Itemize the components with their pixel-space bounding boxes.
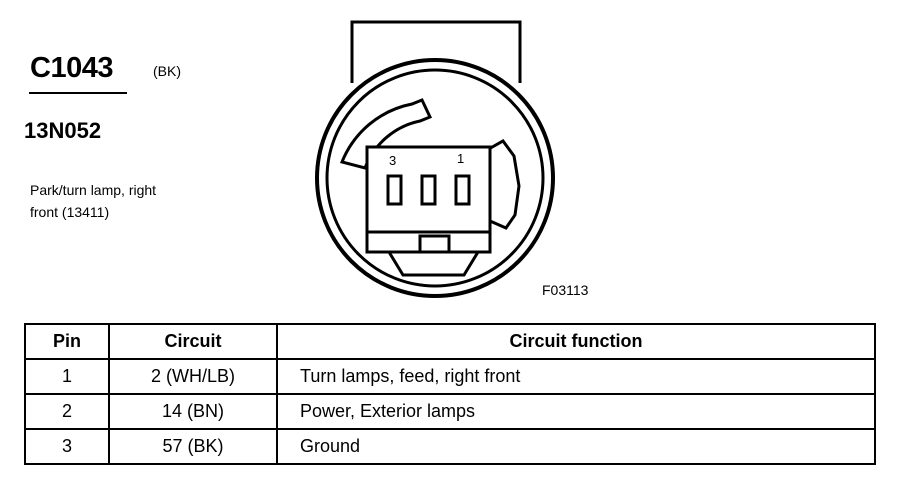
table-row: 2 14 (BN) Power, Exterior lamps [24, 393, 876, 430]
connector-id-underline [29, 92, 127, 94]
table-row: 1 2 (WH/LB) Turn lamps, feed, right fron… [24, 358, 876, 395]
cell-circuit: 57 (BK) [108, 428, 278, 465]
connector-description-line2: front (13411) [30, 204, 110, 220]
cell-circuit-function: Turn lamps, feed, right front [276, 358, 876, 395]
cell-circuit-function: Ground [276, 428, 876, 465]
header-pin: Pin [24, 323, 110, 360]
pin-slot-2 [420, 174, 437, 206]
connector-face-diagram: 3 1 [315, 20, 555, 298]
cell-pin: 3 [24, 428, 110, 465]
pin-label-1: 1 [457, 151, 464, 166]
pin-slot-1 [454, 174, 471, 206]
part-number: 13N052 [24, 118, 102, 143]
table-header-row: Pin Circuit Circuit function [24, 323, 876, 360]
cell-circuit: 2 (WH/LB) [108, 358, 278, 395]
pin-label-3: 3 [389, 153, 396, 168]
connector-right-key [486, 139, 521, 230]
connector-inner-ring [325, 68, 545, 288]
cell-pin: 1 [24, 358, 110, 395]
connector-color-code: (BK) [153, 63, 181, 79]
pin-table: Pin Circuit Circuit function 1 2 (WH/LB)… [24, 323, 876, 465]
header-circuit-function: Circuit function [276, 323, 876, 360]
table-row: 3 57 (BK) Ground [24, 428, 876, 465]
header-circuit: Circuit [108, 323, 278, 360]
connector-description-line1: Park/turn lamp, right [30, 182, 157, 198]
connector-id: C1043 [30, 52, 113, 84]
cell-circuit-function: Power, Exterior lamps [276, 393, 876, 430]
pin-slot-3 [386, 174, 403, 206]
figure-code: F03113 [542, 282, 589, 298]
connector-bottom-key [387, 251, 480, 277]
cell-pin: 2 [24, 393, 110, 430]
connector-top-tab [350, 20, 522, 83]
terminal-latch [418, 234, 451, 254]
cell-circuit: 14 (BN) [108, 393, 278, 430]
